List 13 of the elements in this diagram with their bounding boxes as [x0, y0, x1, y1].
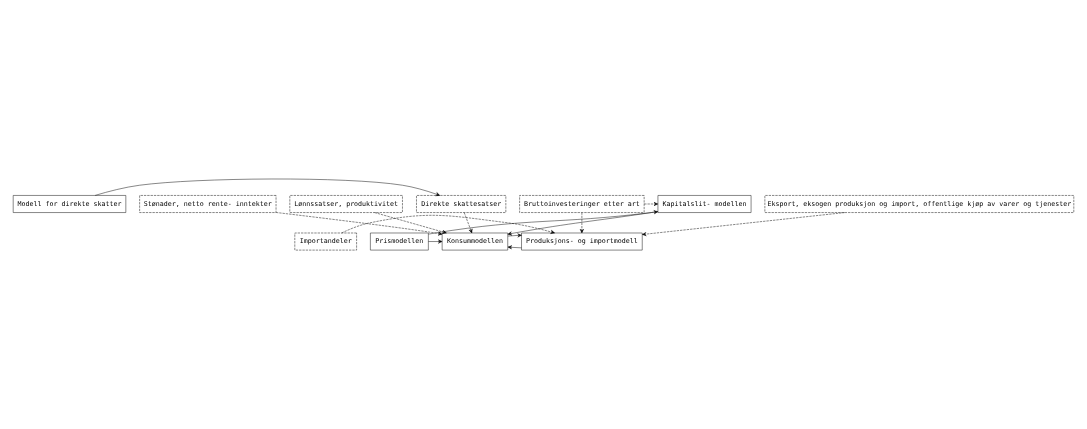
arrow [374, 212, 447, 234]
arrow [341, 215, 555, 234]
arrow [428, 239, 443, 244]
arrow [275, 212, 443, 236]
arrow [507, 211, 659, 236]
arrow [428, 210, 659, 235]
arrow [642, 212, 845, 237]
arrow [507, 233, 522, 238]
arrow [643, 202, 659, 206]
arrow [507, 245, 522, 250]
arrow [94, 178, 441, 196]
arrow [464, 212, 473, 234]
arrow [579, 212, 584, 234]
